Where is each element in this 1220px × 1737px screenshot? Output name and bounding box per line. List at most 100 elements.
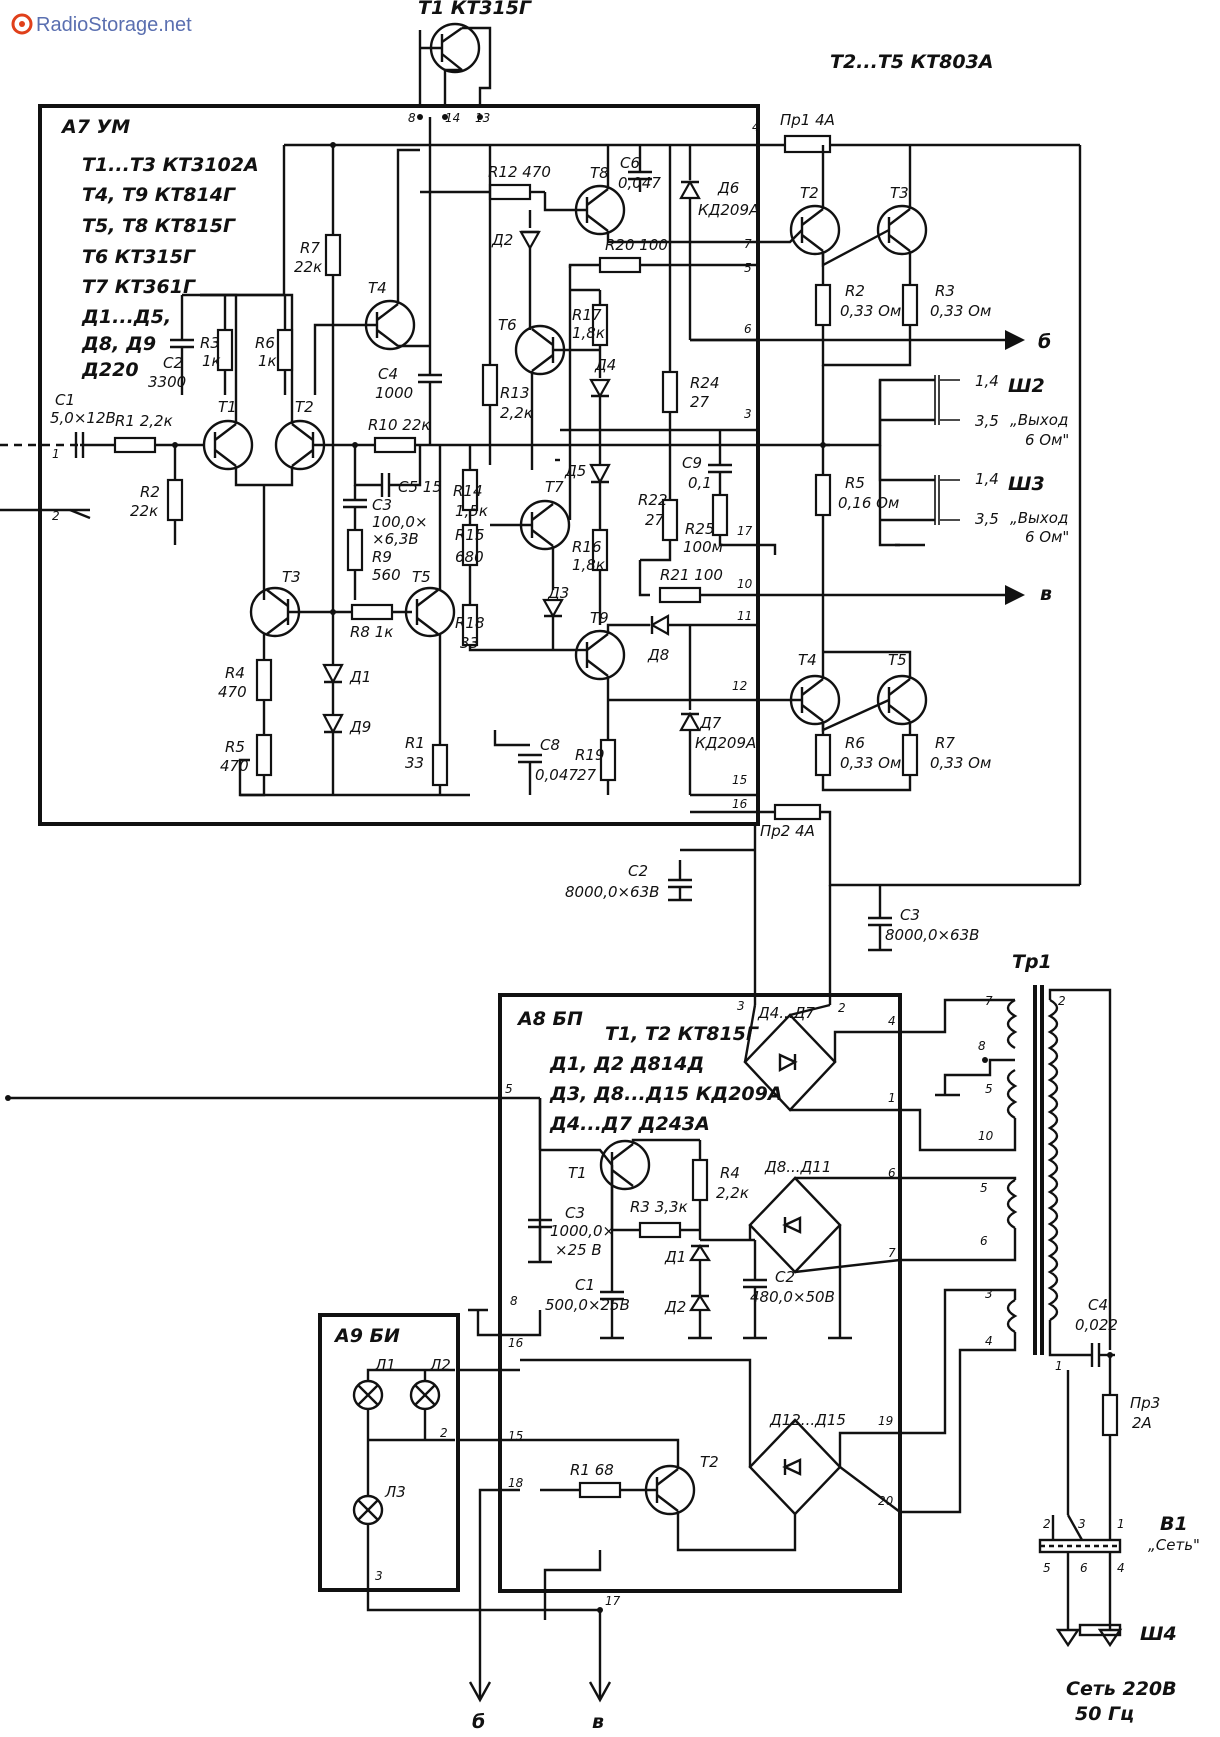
um-type-line: Д1...Д5, bbox=[81, 306, 171, 328]
svg-text:6 Ом": 6 Ом" bbox=[1025, 528, 1069, 546]
svg-text:R25: R25 bbox=[685, 520, 715, 538]
svg-text:33: 33 bbox=[405, 754, 424, 772]
svg-text:Т5: Т5 bbox=[412, 568, 431, 586]
svg-text:18: 18 bbox=[508, 1476, 524, 1490]
svg-text:С3: С3 bbox=[372, 496, 392, 514]
svg-text:1,8к: 1,8к bbox=[572, 556, 605, 574]
svg-text:480,0×50В: 480,0×50В bbox=[750, 1288, 835, 1306]
svg-text:Т1: Т1 bbox=[218, 398, 237, 416]
svg-text:7: 7 bbox=[888, 1246, 896, 1260]
svg-text:R5: R5 bbox=[225, 738, 245, 756]
svg-text:R8 1к: R8 1к bbox=[350, 623, 393, 641]
svg-text:С8: С8 bbox=[540, 736, 560, 754]
svg-text:R3: R3 bbox=[200, 334, 220, 352]
svg-text:1000: 1000 bbox=[375, 384, 413, 402]
svg-text:22к: 22к bbox=[130, 502, 158, 520]
svg-text:С4: С4 bbox=[378, 365, 398, 383]
transistor-t7: Т7 bbox=[519, 478, 571, 551]
svg-text:100м: 100м bbox=[683, 538, 723, 556]
svg-text:Д3: Д3 bbox=[547, 584, 569, 602]
svg-text:0,022: 0,022 bbox=[1075, 1316, 1118, 1334]
svg-text:6 Ом": 6 Ом" bbox=[1025, 431, 1069, 449]
svg-text:Д1, Д2 Д814Д: Д1, Д2 Д814Д bbox=[549, 1053, 704, 1075]
svg-text:1000,0×: 1000,0× bbox=[550, 1222, 615, 1240]
transistor-t4-out: Т4 bbox=[789, 651, 841, 726]
svg-text:5: 5 bbox=[980, 1181, 988, 1195]
svg-text:7: 7 bbox=[744, 237, 752, 251]
svg-text:3,5: 3,5 bbox=[975, 510, 999, 528]
svg-text:8: 8 bbox=[510, 1294, 518, 1308]
svg-text:R12 470: R12 470 bbox=[488, 163, 551, 181]
svg-text:Д12...Д15: Д12...Д15 bbox=[769, 1411, 846, 1429]
svg-text:Пр3: Пр3 bbox=[1130, 1394, 1160, 1412]
watermark-text: RadioStorage.net bbox=[36, 14, 192, 36]
svg-text:1: 1 bbox=[888, 1091, 896, 1105]
svg-text:×6,3В: ×6,3В bbox=[372, 530, 419, 548]
fuse-pr1: Пр1 4А bbox=[780, 111, 835, 129]
svg-text:Тр1: Тр1 bbox=[1012, 951, 1052, 973]
transistor-t9: Т9 bbox=[574, 609, 626, 681]
svg-text:R10 22к: R10 22к bbox=[368, 416, 430, 434]
lamp-l3-icon: Л3 bbox=[352, 1483, 406, 1526]
svg-text:R1 2,2к: R1 2,2к bbox=[115, 412, 173, 430]
svg-text:Д1: Д1 bbox=[664, 1248, 686, 1266]
svg-text:3300: 3300 bbox=[148, 373, 186, 391]
svg-text:6: 6 bbox=[744, 322, 752, 336]
svg-text:Т2: Т2 bbox=[295, 398, 314, 416]
svg-text:Д1: Д1 bbox=[349, 668, 371, 686]
bi-block: А9 БИ Л1 Л2 Л3 2 3 bbox=[318, 1313, 600, 1612]
svg-text:R7: R7 bbox=[935, 734, 955, 752]
svg-text:Д8: Д8 bbox=[647, 646, 669, 664]
svg-text:3: 3 bbox=[1078, 1517, 1086, 1531]
fuse-pr2: Пр2 4А bbox=[760, 822, 815, 840]
svg-text:R4: R4 bbox=[225, 664, 245, 682]
svg-text:Т6: Т6 bbox=[498, 316, 517, 334]
svg-text:19: 19 bbox=[878, 1414, 893, 1428]
svg-text:0,047: 0,047 bbox=[618, 174, 661, 192]
svg-text:Т2: Т2 bbox=[700, 1453, 719, 1471]
svg-text:R14: R14 bbox=[453, 482, 483, 500]
svg-text:Л3: Л3 bbox=[384, 1483, 406, 1501]
svg-text:17: 17 bbox=[605, 1594, 621, 1608]
svg-text:3: 3 bbox=[744, 407, 752, 421]
mains-freq: 50 Гц bbox=[1075, 1703, 1134, 1725]
svg-text:2: 2 bbox=[440, 1426, 448, 1440]
svg-text:2,2к: 2,2к bbox=[716, 1184, 749, 1202]
svg-text:Д4: Д4 bbox=[594, 356, 616, 374]
svg-text:R20 100: R20 100 bbox=[605, 236, 668, 254]
svg-text:16: 16 bbox=[508, 1336, 524, 1350]
transistor-t5-out: Т5 bbox=[876, 651, 928, 726]
svg-text:R2: R2 bbox=[140, 483, 160, 501]
svg-text:0,047: 0,047 bbox=[535, 766, 578, 784]
svg-text:R13: R13 bbox=[500, 384, 530, 402]
svg-text:Д6: Д6 bbox=[717, 179, 739, 197]
svg-text:R6: R6 bbox=[845, 734, 865, 752]
svg-text:8000,0×63В: 8000,0×63В bbox=[565, 883, 659, 901]
um-type-line: Т7 КТ361Г bbox=[82, 276, 196, 298]
svg-text:R22: R22 bbox=[638, 491, 668, 509]
svg-text:27: 27 bbox=[577, 766, 597, 784]
svg-text:Т7: Т7 bbox=[545, 478, 564, 496]
svg-text:Л1: Л1 bbox=[374, 1356, 396, 1374]
svg-text:КД209А: КД209А bbox=[698, 201, 759, 219]
svg-text:С1: С1 bbox=[575, 1276, 595, 1294]
svg-text:Т5: Т5 bbox=[888, 651, 907, 669]
transistor-t2: Т2 bbox=[274, 398, 326, 471]
transistor-t2-bp: Т2 bbox=[644, 1453, 719, 1516]
svg-text:R4: R4 bbox=[720, 1164, 740, 1182]
svg-text:С2: С2 bbox=[628, 862, 648, 880]
svg-text:Т2: Т2 bbox=[800, 184, 819, 202]
svg-text:14: 14 bbox=[445, 111, 460, 125]
transistor-t5-um: Т5 bbox=[404, 568, 456, 638]
svg-text:С2: С2 bbox=[163, 354, 183, 372]
svg-text:2: 2 bbox=[52, 509, 60, 523]
svg-text:27: 27 bbox=[645, 511, 665, 529]
svg-text:0,33 Ом: 0,33 Ом bbox=[840, 302, 901, 320]
lamp-l2-icon: Л2 bbox=[409, 1356, 451, 1411]
svg-text:R3: R3 bbox=[935, 282, 955, 300]
svg-text:2,2к: 2,2к bbox=[500, 404, 533, 422]
svg-text:R2: R2 bbox=[845, 282, 865, 300]
svg-text:470: 470 bbox=[220, 757, 249, 775]
svg-text:1,8к: 1,8к bbox=[572, 324, 605, 342]
transistor-t4-um: Т4 bbox=[364, 279, 416, 351]
